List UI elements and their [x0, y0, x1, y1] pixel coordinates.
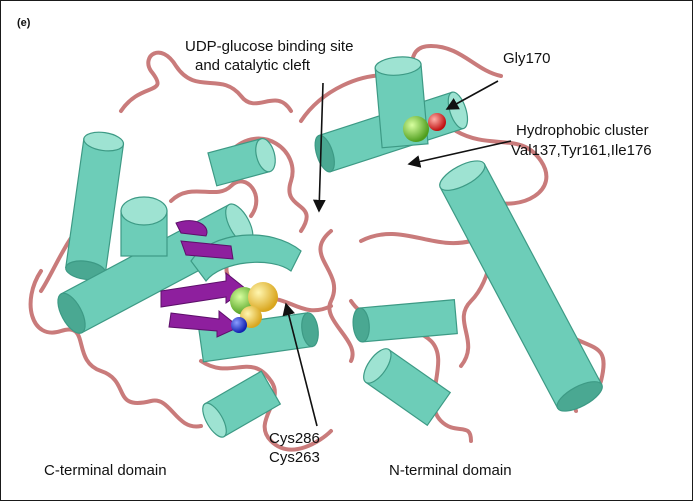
hydrophobic-label-line2: Val137,Tyr161,Ile176 [511, 142, 652, 159]
hydrophobic-arrow [407, 140, 512, 168]
helix-bottom-left [202, 370, 282, 438]
annotation-arrows [282, 80, 512, 427]
gly170-label: Gly170 [503, 50, 551, 67]
hydrophobic-label-line1: Hydrophobic cluster [516, 122, 649, 139]
red-sphere [428, 113, 446, 131]
coil-loop [359, 231, 492, 368]
udp-site-label-line1: UDP-glucose binding site [185, 38, 354, 55]
beta-sheet [160, 220, 247, 338]
coil-loop [318, 229, 355, 363]
helix-long-right [439, 160, 603, 412]
coil-loop [169, 179, 259, 218]
n-terminal-domain-label: N-terminal domain [389, 462, 512, 479]
udp-arrow [312, 82, 326, 213]
cys286-label: Cys286 [269, 430, 320, 447]
helix-left-short [120, 196, 168, 257]
helix-n-bottom [363, 348, 452, 427]
cys-arrow [282, 302, 318, 427]
c-terminal-domain-label: C-terminal domain [44, 462, 167, 479]
helix-n-middle [352, 299, 458, 343]
green-sphere [403, 116, 429, 142]
helix-top-center [207, 137, 276, 187]
blue-sphere [231, 317, 247, 333]
coil-loop [229, 136, 309, 233]
udp-site-label-line2: and catalytic cleft [195, 57, 311, 74]
panel-label: (e) [17, 17, 31, 29]
coil-loop [28, 269, 203, 429]
gly170-arrow [445, 80, 499, 110]
yellow-sphere [248, 282, 278, 312]
cysteine-spheres [230, 282, 278, 333]
cys263-label: Cys263 [269, 449, 320, 466]
gly170-spheres [403, 113, 446, 142]
helix-tall-left [65, 131, 125, 281]
beta-strand [180, 240, 234, 260]
beta-strand [175, 220, 208, 237]
coil-loop [119, 50, 293, 113]
beta-strand [168, 309, 240, 338]
coil-loop [454, 129, 549, 206]
helices [57, 56, 603, 438]
